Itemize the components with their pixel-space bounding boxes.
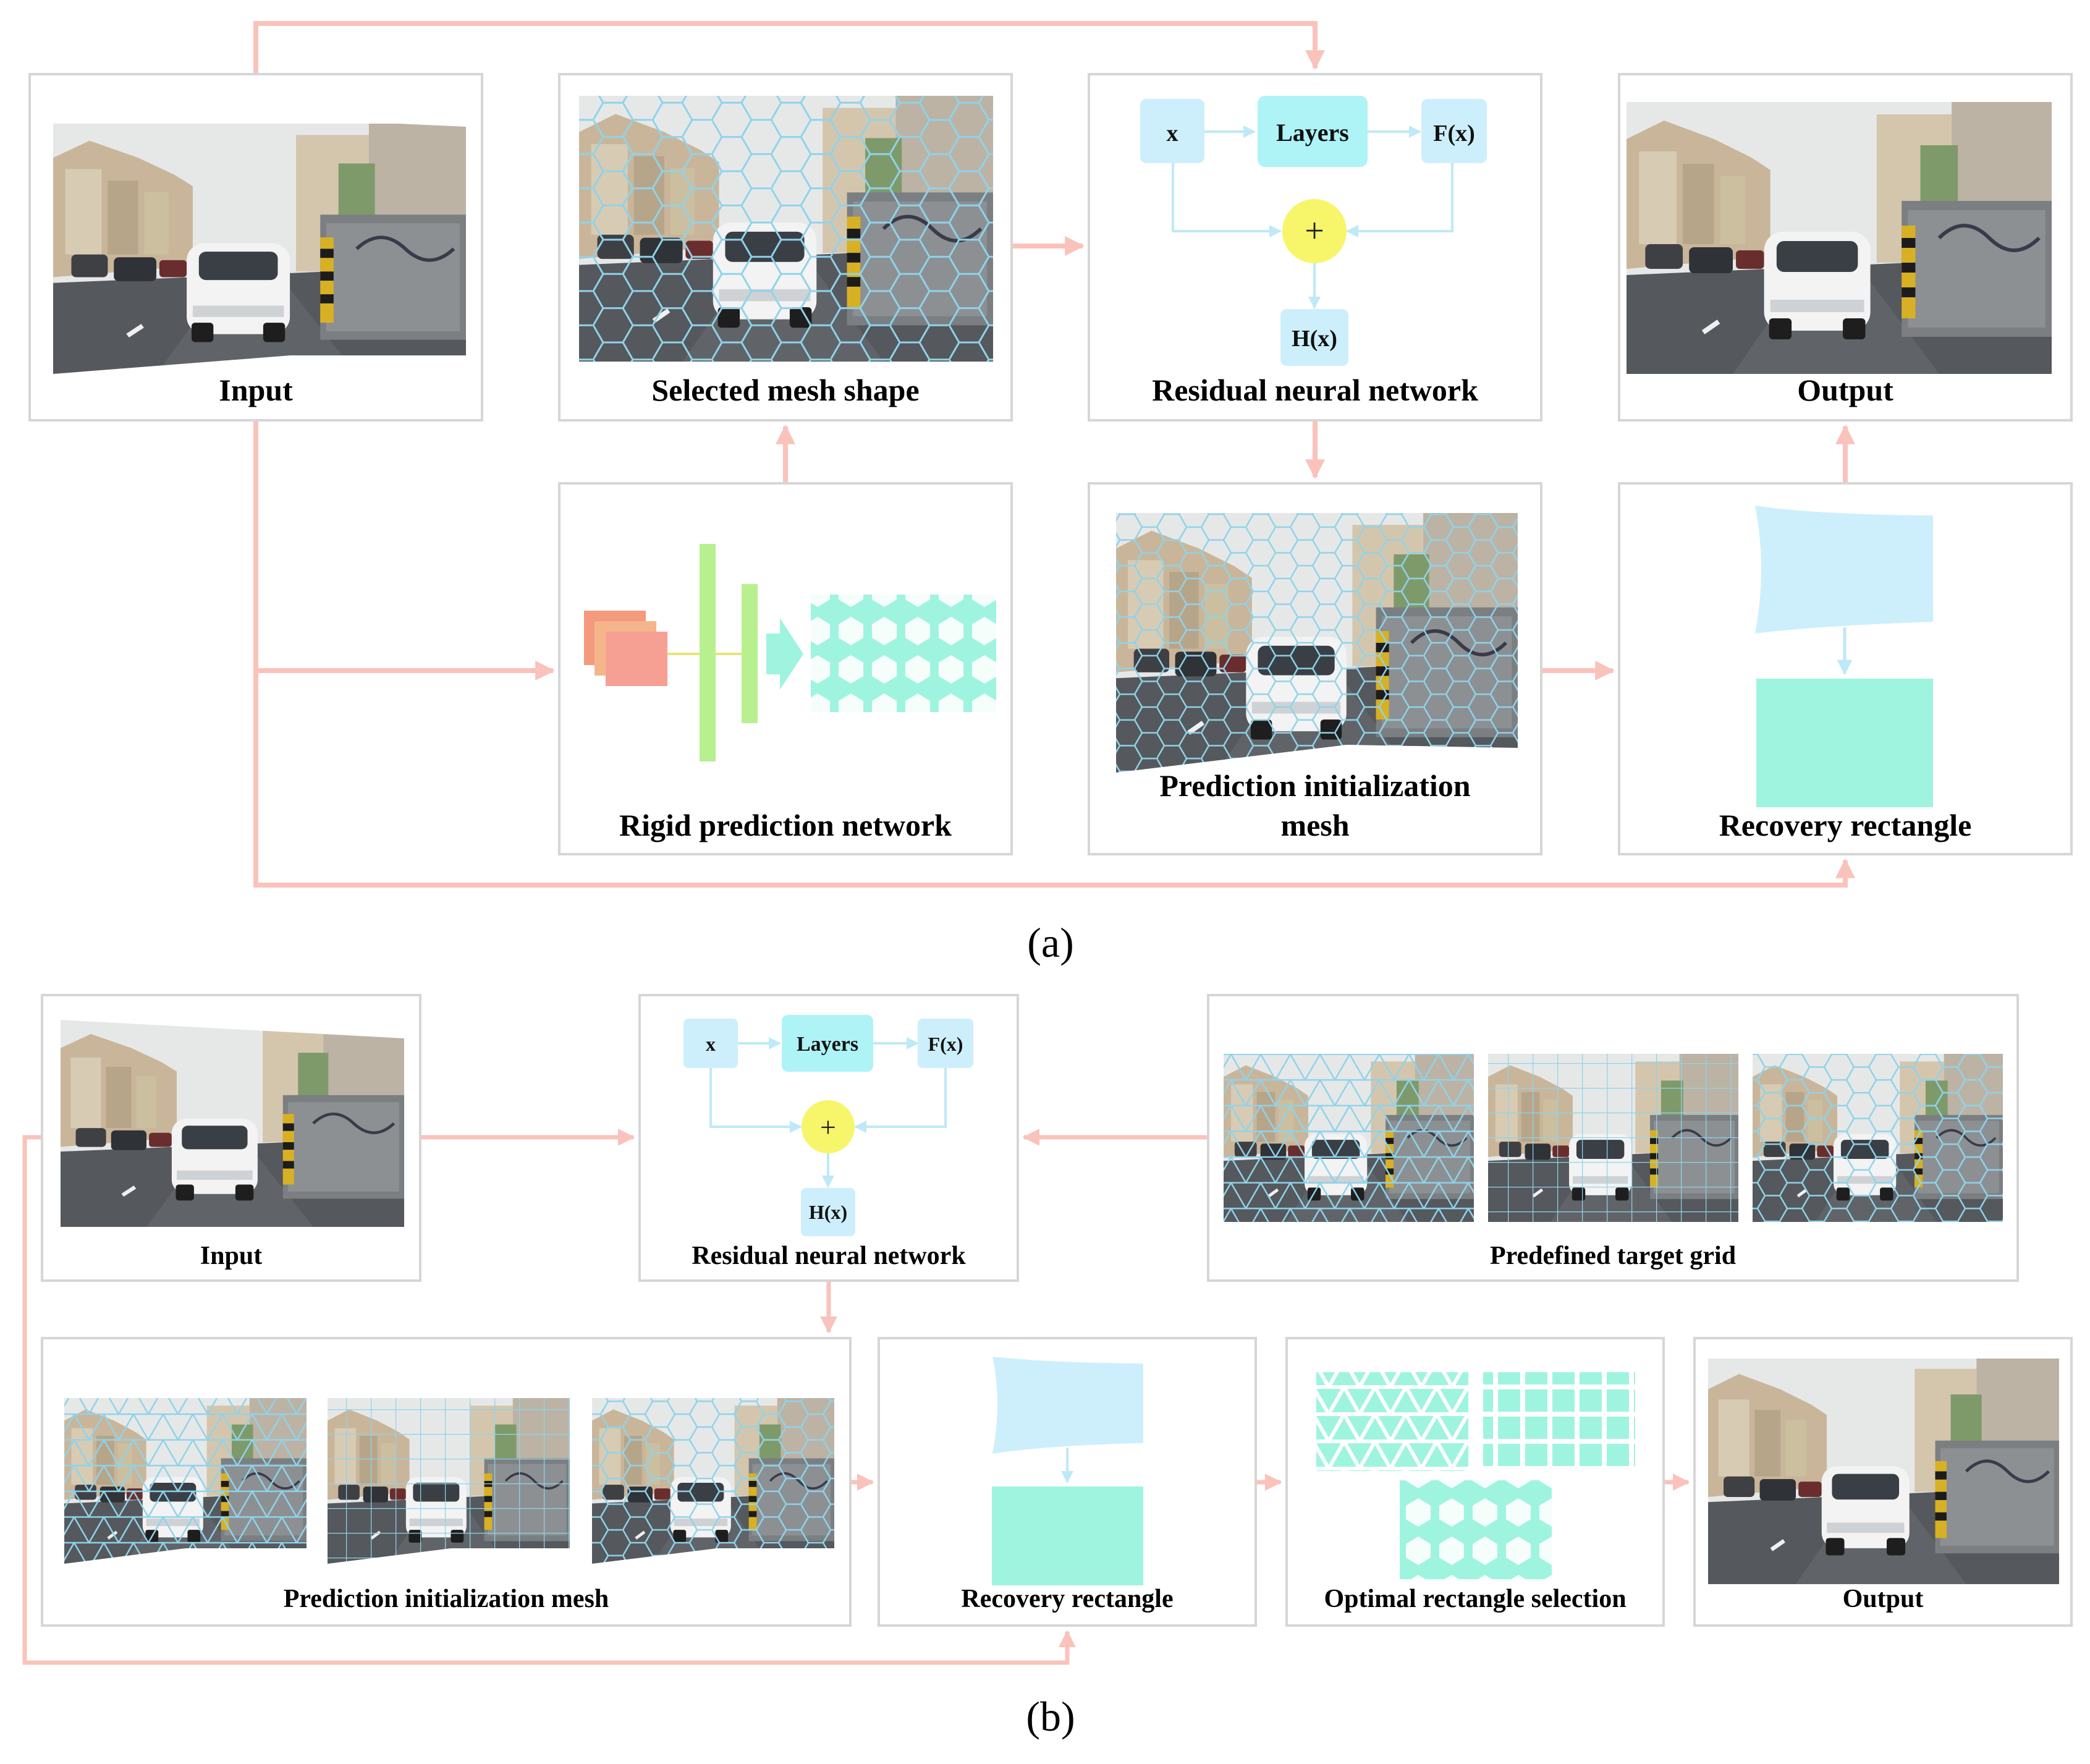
optimal-selection-graphic [1316,1372,1635,1579]
resnet-hx-label-a: H(x) [1292,326,1337,352]
arrow-input-to-recovery-bottom [253,671,1855,888]
resnet-x-label-a: x [1167,121,1178,146]
caption-rigid: Rigid prediction network [619,808,952,842]
resnet-layers-label-b: Layers [797,1033,858,1056]
hex-mesh-prediction [811,595,996,712]
input-photo-b [61,1014,404,1244]
predefined-grids [1224,1054,2003,1222]
conv-input-stack-front [606,632,667,686]
caption-pred-init-a-line1: Prediction initialization [1159,768,1470,803]
residual-block-b: x Layers F(x) + H(x) [683,1015,973,1236]
resnet-layers-box-a [1258,96,1368,167]
resnet-hx-label-b: H(x) [809,1201,847,1223]
recovery-rect-b [992,1486,1143,1585]
resnet-x-box-b [683,1019,738,1068]
recovery-graphic-a [1755,506,1933,807]
figure-a-label: (a) [1027,919,1073,966]
caption-residual-a: Residual neural network [1152,373,1478,407]
pred-init-photo-a [1116,513,1518,776]
arrows-a [253,21,1855,888]
conv-arrow [766,618,803,690]
residual-block-a: x Layers F(x) + H(x) [1140,96,1487,366]
figure-b-label: (b) [1026,1693,1075,1740]
pred-init-square-mesh [328,1398,570,1564]
optimal-hexagon-tile [1400,1480,1552,1579]
optimal-triangle-tile [1316,1372,1468,1471]
caption-optimal: Optimal rectangle selection [1324,1585,1626,1613]
resnet-x-box-a [1140,99,1204,163]
resnet-layers-label-a: Layers [1276,119,1349,146]
resnet-plus-label-a: + [1305,212,1324,250]
resnet-plus-circle-a [1282,199,1347,263]
square-target-grid [1488,1054,1738,1222]
output-photo-a [1627,102,2052,374]
figure-a: x Layers F(x) + H(x) [28,21,2073,966]
caption-residual-b: Residual neural network [692,1242,966,1270]
resnet-fx-box-b [918,1019,973,1068]
caption-input-b: Input [200,1242,262,1270]
resnet-plus-circle-b [802,1100,855,1153]
arrow-input-to-residual-top [253,21,1325,73]
resnet-hx-box-a [1280,309,1348,366]
pred-init-triangle-mesh [64,1398,307,1564]
recovery-warped-shape-b [992,1357,1143,1454]
resnet-layers-box-b [782,1015,873,1072]
resnet-x-label-b: x [706,1033,716,1055]
resnet-hx-box-b [801,1188,855,1236]
hexagon-target-grid [1753,1054,2003,1222]
conv-layer-1 [700,544,716,761]
caption-predefined: Predefined target grid [1490,1242,1736,1270]
selected-mesh-photo [579,96,993,362]
arrows-b [22,1129,1690,1665]
conv-layer-2 [742,584,758,723]
caption-recovery-a: Recovery rectangle [1719,808,1972,842]
caption-recovery-b: Recovery rectangle [961,1585,1173,1613]
triangle-target-grid [1224,1054,1474,1222]
caption-output-b: Output [1843,1585,1924,1613]
pred-init-hexagon-mesh [592,1398,834,1564]
caption-input-a: Input [219,373,293,407]
recovery-rect-a [1756,679,1933,807]
rigid-network-graphic [584,544,996,761]
resnet-fx-label-a: F(x) [1433,121,1475,146]
arrow-input-to-recovery-b [22,1135,1076,1665]
resnet-plus-label-b: + [820,1111,836,1143]
resnet-fx-box-a [1421,99,1487,163]
resnet-fx-label-b: F(x) [928,1033,963,1055]
optimal-square-tile [1483,1372,1635,1471]
output-photo-b [1708,1359,2059,1584]
caption-pred-init-b: Prediction initialization mesh [284,1585,609,1613]
recovery-graphic-b [992,1357,1143,1585]
input-photo-a [53,108,466,377]
arrow-input-to-rigid [253,422,556,681]
figure-b: x Layers F(x) + H(x) [22,994,2073,1740]
caption-selected-mesh: Selected mesh shape [651,373,919,407]
caption-output-a: Output [1797,373,1893,407]
recovery-warped-shape-a [1755,506,1933,634]
caption-pred-init-a-line2: mesh [1280,808,1349,842]
pred-init-photos-b [64,1398,834,1567]
